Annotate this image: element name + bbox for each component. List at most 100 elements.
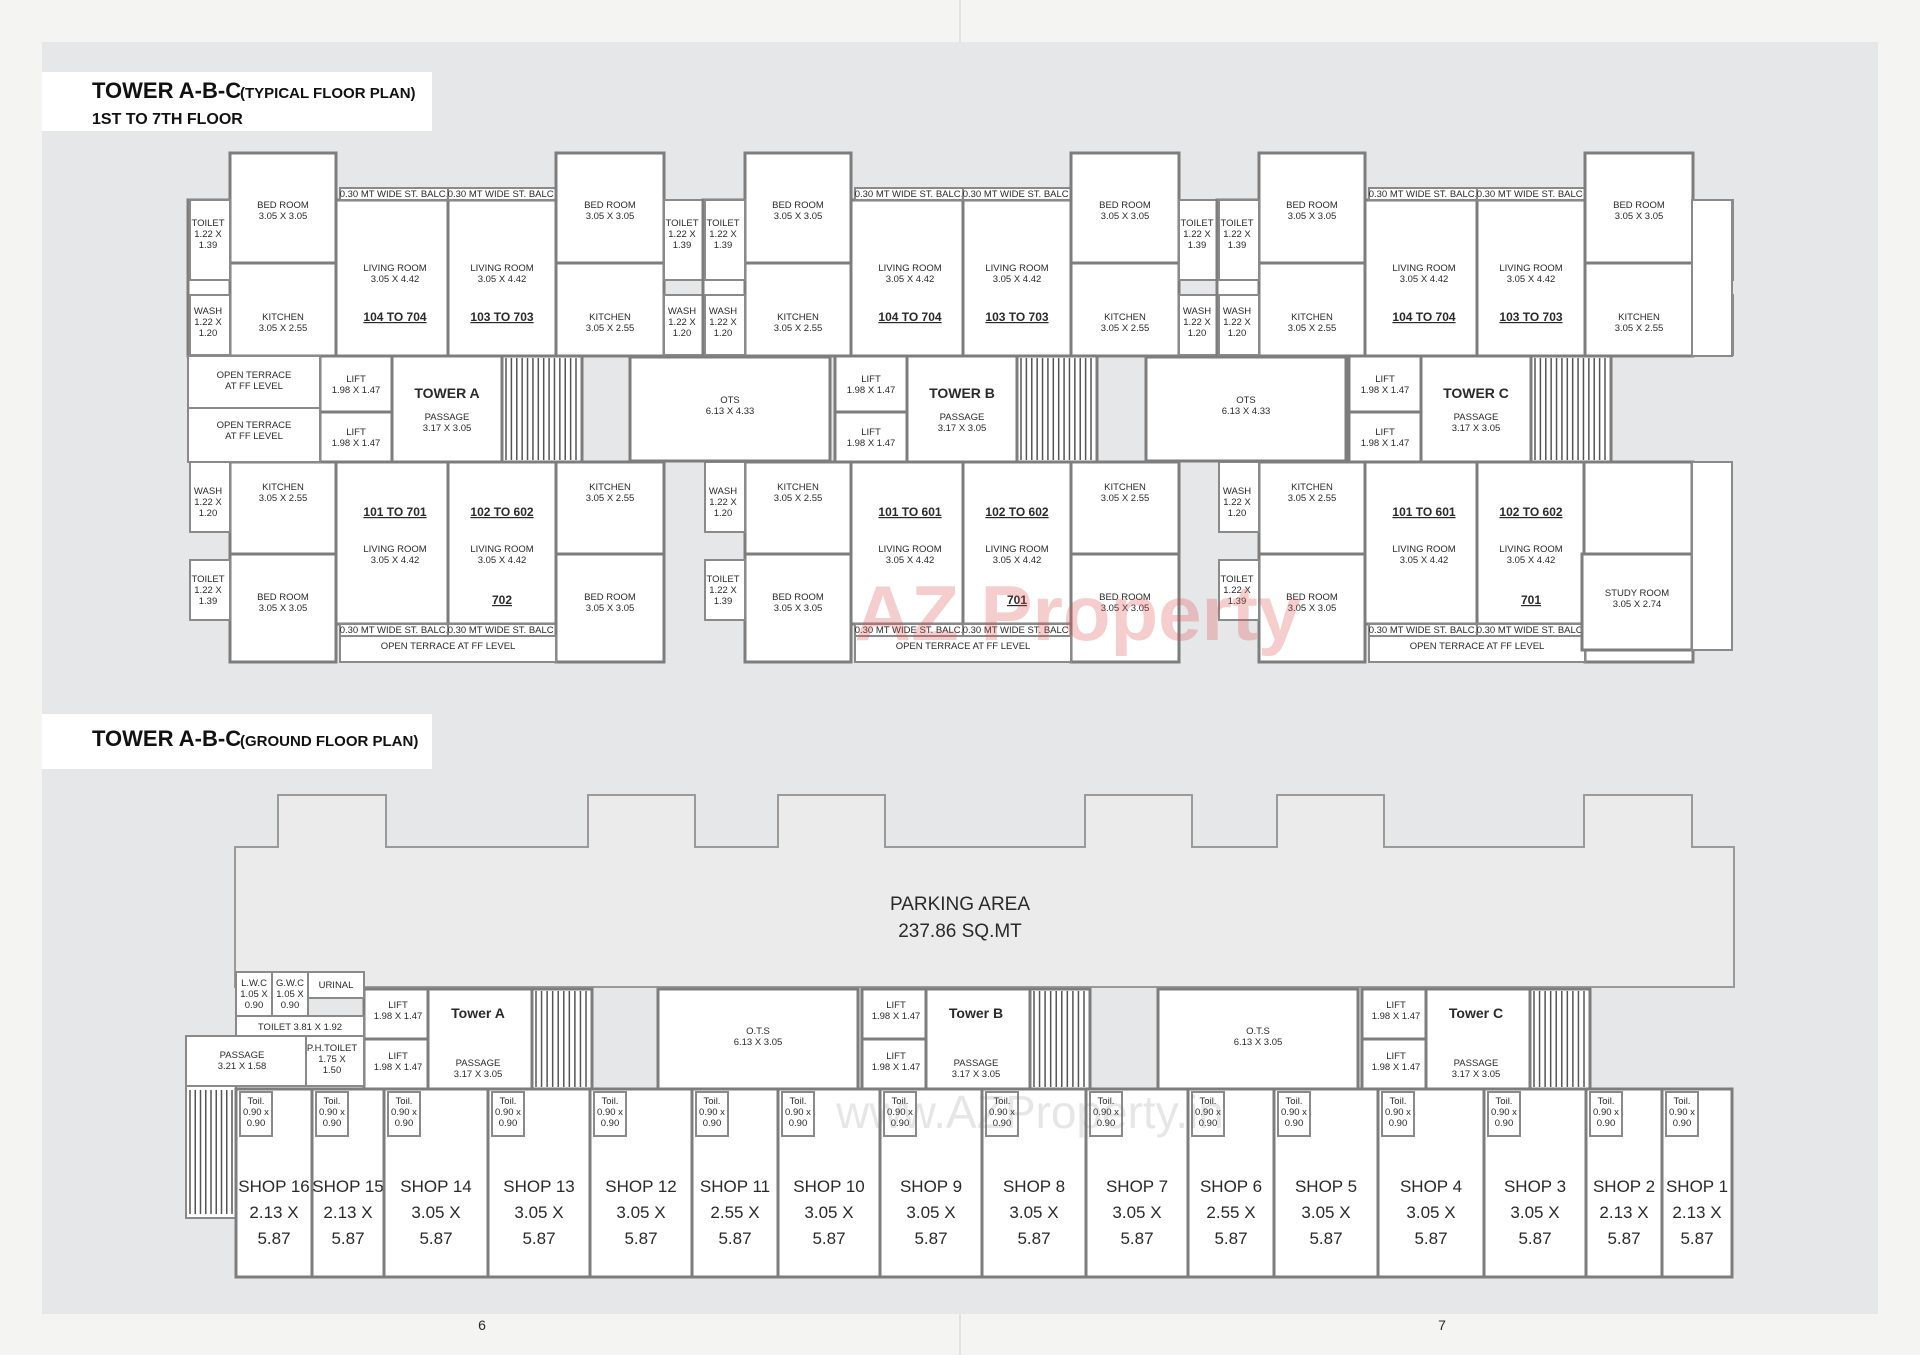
shop-toilet xyxy=(1277,1091,1311,1137)
wash-label: WASH xyxy=(709,306,737,317)
kitchen-label: KITCHEN xyxy=(1618,312,1660,323)
living-label: LIVING ROOM xyxy=(1392,544,1455,555)
bedroom xyxy=(228,552,338,664)
toilet-dim: 1.22 X xyxy=(1223,229,1251,240)
kitchen xyxy=(1583,261,1695,358)
end-service xyxy=(1691,461,1733,651)
living-label-dim: 3.05 X 4.42 xyxy=(1400,274,1449,285)
staircase xyxy=(1033,991,1085,1087)
kitchen-label: KITCHEN xyxy=(1291,482,1333,493)
shop-toilet-label: Toil. xyxy=(892,1096,909,1107)
toilet-dim: 1.39 xyxy=(199,596,218,607)
toilet-dim: 1.39 xyxy=(714,240,733,251)
wash-dim: 1.20 xyxy=(199,328,218,339)
kitchen-c-end xyxy=(1582,460,1694,556)
wash-label: WASH xyxy=(1223,486,1251,497)
living-label-dim: 3.05 X 4.42 xyxy=(1507,555,1556,566)
wash xyxy=(189,294,231,356)
gwc-label: G.W.C xyxy=(276,978,304,989)
ph-toilet-label: P.H.TOILET xyxy=(307,1043,358,1054)
balcony-label: 0.30 MT WIDE ST. BALC. xyxy=(1369,625,1478,636)
shop-name: SHOP 14 xyxy=(400,1177,472,1196)
passage-label-dim: 3.17 X 3.05 xyxy=(423,423,472,434)
shop-toilet-dim: 0.90 x xyxy=(1281,1107,1307,1118)
open-terrace-label-dim: AT FF LEVEL xyxy=(225,431,283,442)
lift xyxy=(318,410,394,464)
shop-toilet-dim: 0.90 xyxy=(323,1118,342,1129)
shop-toilet-dim: 0.90 x xyxy=(989,1107,1015,1118)
toilet-dim: 1.22 X xyxy=(194,229,222,240)
balcony-label: 0.30 MT WIDE ST. BALC. xyxy=(340,189,449,200)
living-label-dim: 3.05 X 4.42 xyxy=(1400,555,1449,566)
lwc-label: L.W.C xyxy=(241,978,267,989)
bedroom xyxy=(1069,552,1181,664)
shop-name: SHOP 1 xyxy=(1666,1177,1728,1196)
wash-dim: 1.20 xyxy=(199,508,218,519)
unit-number: 104 TO 704 xyxy=(1392,310,1455,324)
shop-dim: 3.05 X xyxy=(1406,1203,1455,1222)
lift-label: LIFT xyxy=(861,427,881,438)
living-label-dim: 3.05 X 4.42 xyxy=(1507,274,1556,285)
shop-toilet-dim: 0.90 x xyxy=(597,1107,623,1118)
passage-label-dim: 3.17 X 3.05 xyxy=(1452,1069,1501,1080)
wc-dim: 0.90 xyxy=(245,1000,264,1011)
unit-number: 104 TO 704 xyxy=(878,310,941,324)
kitchen-label-dim: 3.05 X 2.55 xyxy=(774,323,823,334)
stair-core xyxy=(500,354,584,464)
shop-toilet-label: Toil. xyxy=(324,1096,341,1107)
toilet-dim: 1.22 X xyxy=(709,585,737,596)
lift-label-dim: 1.98 X 1.47 xyxy=(847,438,896,449)
typical-title: TOWER A-B-C xyxy=(92,78,241,103)
shop-dim: 3.05 X xyxy=(1301,1203,1350,1222)
open-terrace-label: OPEN TERRACE AT FF LEVEL xyxy=(1410,641,1545,652)
unit-number: 102 TO 602 xyxy=(1499,505,1562,519)
shop-toilet xyxy=(781,1091,815,1137)
shop-toilet-dim: 0.90 xyxy=(1597,1118,1616,1129)
passage-label: PASSAGE xyxy=(1454,412,1499,423)
shop-toilet-label: Toil. xyxy=(704,1096,721,1107)
tower-name: TOWER C xyxy=(1443,385,1509,401)
bedroom-label-dim: 3.05 X 3.05 xyxy=(1101,603,1150,614)
living-label: LIVING ROOM xyxy=(1499,544,1562,555)
shop-toilet-label: Toil. xyxy=(1390,1096,1407,1107)
shop-dim: 2.13 X xyxy=(323,1203,372,1222)
bedroom-label: BED ROOM xyxy=(257,200,309,211)
toilet xyxy=(704,199,746,281)
wash-dim: 1.22 X xyxy=(709,317,737,328)
bedroom-label-dim: 3.05 X 3.05 xyxy=(586,211,635,222)
kitchen xyxy=(228,460,338,556)
toilet-label: TOILET xyxy=(191,574,224,585)
toilet-label: TOILET xyxy=(1220,218,1253,229)
ots-label: O.T.S xyxy=(1246,1026,1270,1037)
ots-2 xyxy=(1144,355,1348,463)
page-number-right: 7 xyxy=(1438,1317,1446,1333)
balcony-label: 0.30 MT WIDE ST. BALC. xyxy=(1369,189,1478,200)
shop-toilet xyxy=(883,1091,917,1137)
shop-dim: 3.05 X xyxy=(1009,1203,1058,1222)
study-label-dim: 3.05 X 2.74 xyxy=(1613,599,1662,610)
shop-toilet-label: Toil. xyxy=(1098,1096,1115,1107)
kitchen xyxy=(554,261,666,358)
shop-toilet-dim: 0.90 xyxy=(789,1118,808,1129)
toilet-label: TOILET xyxy=(706,574,739,585)
passage-label: PASSAGE xyxy=(1454,1058,1499,1069)
shop-dim: 3.05 X xyxy=(804,1203,853,1222)
passage-label: PASSAGE xyxy=(954,1058,999,1069)
shop-name: SHOP 6 xyxy=(1200,1177,1262,1196)
lift-label: LIFT xyxy=(388,1051,408,1062)
kitchen-label-dim: 3.05 X 2.55 xyxy=(774,493,823,504)
ots-label: O.T.S xyxy=(746,1026,770,1037)
shop-dim: 3.05 X xyxy=(411,1203,460,1222)
wash-dim: 1.22 X xyxy=(1183,317,1211,328)
shop-toilet-dim: 0.90 x xyxy=(699,1107,725,1118)
lift-label: LIFT xyxy=(886,1000,906,1011)
shop-dim: 3.05 X xyxy=(906,1203,955,1222)
